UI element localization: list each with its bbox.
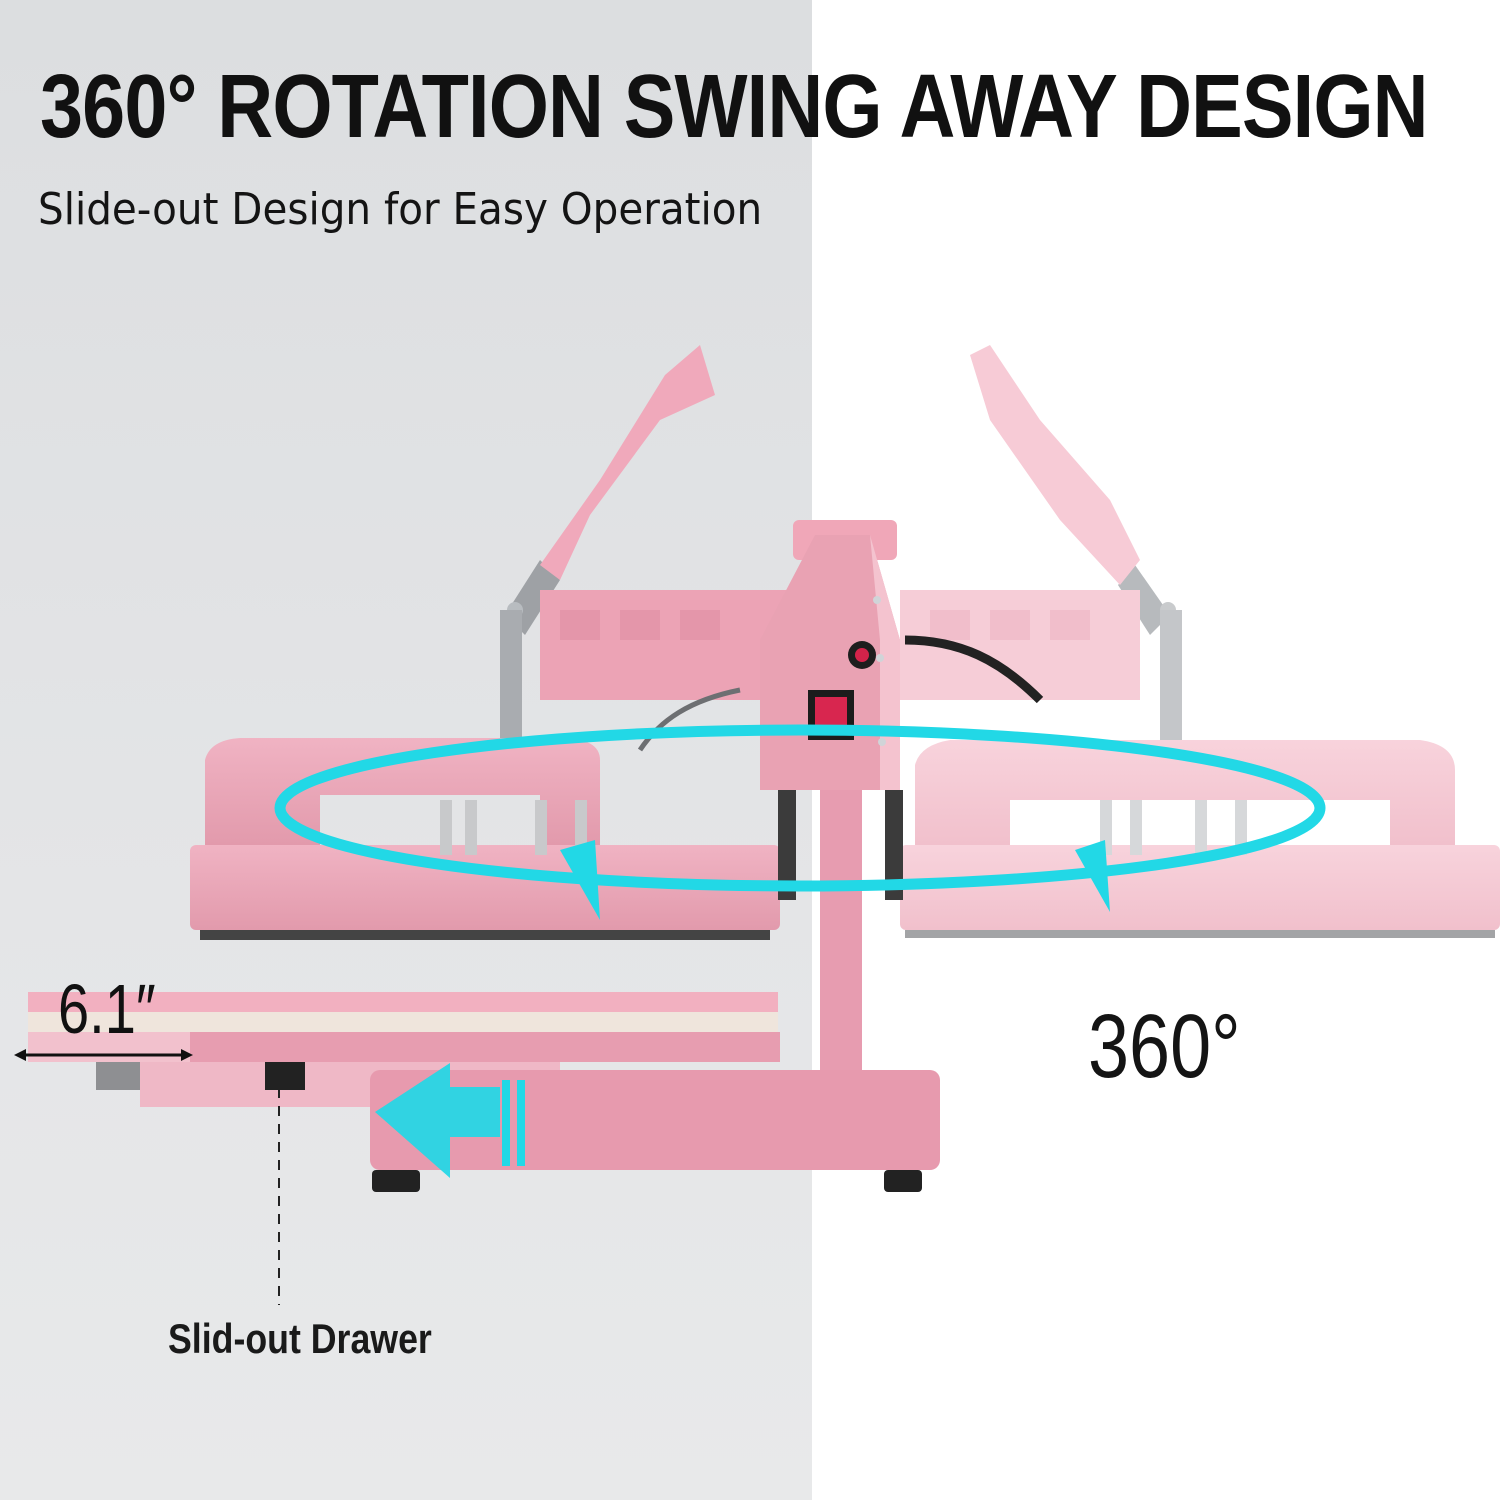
lower-platen-drawer[interactable] [28, 992, 780, 1117]
left-upper-platen [190, 738, 780, 940]
left-handle [500, 345, 715, 760]
press-base [370, 1070, 940, 1192]
center-column [820, 790, 862, 1110]
right-upper-platen [900, 740, 1500, 938]
rotation-angle-label: 360° [1088, 997, 1241, 1097]
right-handle [970, 345, 1182, 760]
dimension-line [14, 1049, 193, 1061]
power-cord [904, 635, 1044, 704]
slide-out-arrow [375, 1063, 525, 1178]
subheadline: Slide-out Design for Easy Operation [38, 184, 763, 235]
left-frame [540, 590, 790, 700]
headline: 360° ROTATION SWING AWAY DESIGN [40, 57, 1429, 157]
rotation-arrow [274, 724, 1326, 920]
drawer-extension-label: 6.1″ [58, 970, 156, 1048]
drawer-label: Slid-out Drawer [168, 1315, 432, 1362]
